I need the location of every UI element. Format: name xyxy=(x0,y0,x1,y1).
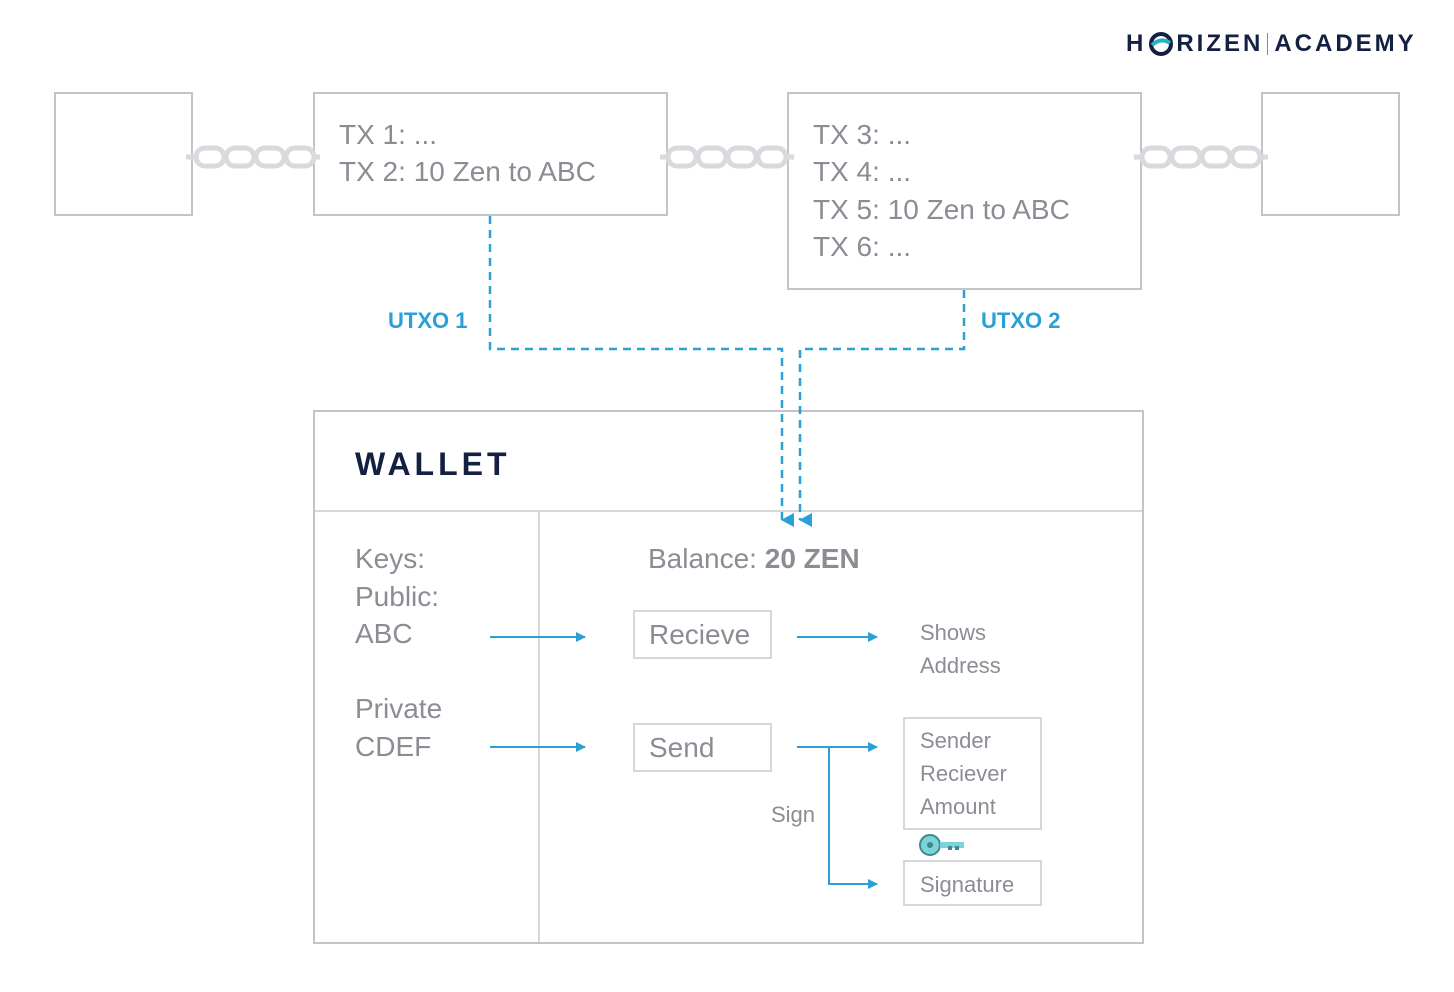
block-2-tx-1: TX 1: ... xyxy=(339,119,438,150)
balance-value: 20 ZEN xyxy=(764,543,860,574)
wallet-panel: WALLET xyxy=(313,410,1144,944)
receiver-field: Reciever xyxy=(920,761,1007,786)
signature-label: Signature xyxy=(920,872,1015,897)
keys-label: Keys: xyxy=(355,543,426,574)
block-3-tx-3: TX 3: ... xyxy=(813,119,912,150)
horizen-academy-logo: H RIZEN ACADEMY xyxy=(1126,30,1417,58)
public-label: Public: xyxy=(355,581,440,612)
amount-field: Amount xyxy=(920,794,996,819)
wallet-header-divider xyxy=(315,510,1142,512)
chain-link-icon-3 xyxy=(1134,145,1268,169)
private-label: Private xyxy=(355,693,443,724)
shows-address-line-1: Shows xyxy=(920,620,987,645)
horizen-logo-icon xyxy=(1149,32,1174,56)
balance-label: Balance: xyxy=(648,543,765,574)
wallet-column-divider xyxy=(538,512,540,942)
block-2-tx-2: TX 2: 10 Zen to ABC xyxy=(339,156,596,187)
sign-label: Sign xyxy=(771,802,816,827)
key-icon xyxy=(919,834,964,856)
transaction-fields-box: Sender Reciever Amount xyxy=(903,717,1042,830)
block-4 xyxy=(1261,92,1400,216)
block-2: TX 1: ... TX 2: 10 Zen to ABC xyxy=(313,92,668,216)
block-3-tx-6: TX 6: ... xyxy=(813,231,912,262)
chain-link-icon-1 xyxy=(186,145,320,169)
utxo-2-path xyxy=(798,290,966,527)
send-button[interactable]: Send xyxy=(633,723,772,772)
brand-rizen: RIZEN xyxy=(1176,30,1264,57)
utxo-1-label: UTXO 1 xyxy=(388,308,468,333)
public-key-value: ABC xyxy=(355,618,413,649)
utxo-1-path xyxy=(488,216,794,527)
brand-h: H xyxy=(1126,30,1147,57)
receive-button-label: Recieve xyxy=(649,619,751,650)
sender-field: Sender xyxy=(920,728,991,753)
block-3-tx-4: TX 4: ... xyxy=(813,156,912,187)
brand-academy: ACADEMY xyxy=(1274,30,1417,57)
block-3: TX 3: ... TX 4: ... TX 5: 10 Zen to ABC … xyxy=(787,92,1142,290)
wallet-title: WALLET xyxy=(355,446,511,482)
private-key-value: CDEF xyxy=(355,731,432,762)
signature-box: Signature xyxy=(903,860,1042,906)
block-3-tx-5: TX 5: 10 Zen to ABC xyxy=(813,194,1070,225)
arrow-sign-to-signature xyxy=(828,747,878,889)
send-button-label: Send xyxy=(649,732,715,763)
block-1 xyxy=(54,92,193,216)
shows-address-line-2: Address xyxy=(920,653,1001,678)
chain-link-icon-2 xyxy=(660,145,794,169)
balance: Balance: 20 ZEN xyxy=(648,543,860,575)
utxo-2-label: UTXO 2 xyxy=(981,308,1061,333)
receive-button[interactable]: Recieve xyxy=(633,610,772,659)
brand-separator xyxy=(1267,33,1269,55)
